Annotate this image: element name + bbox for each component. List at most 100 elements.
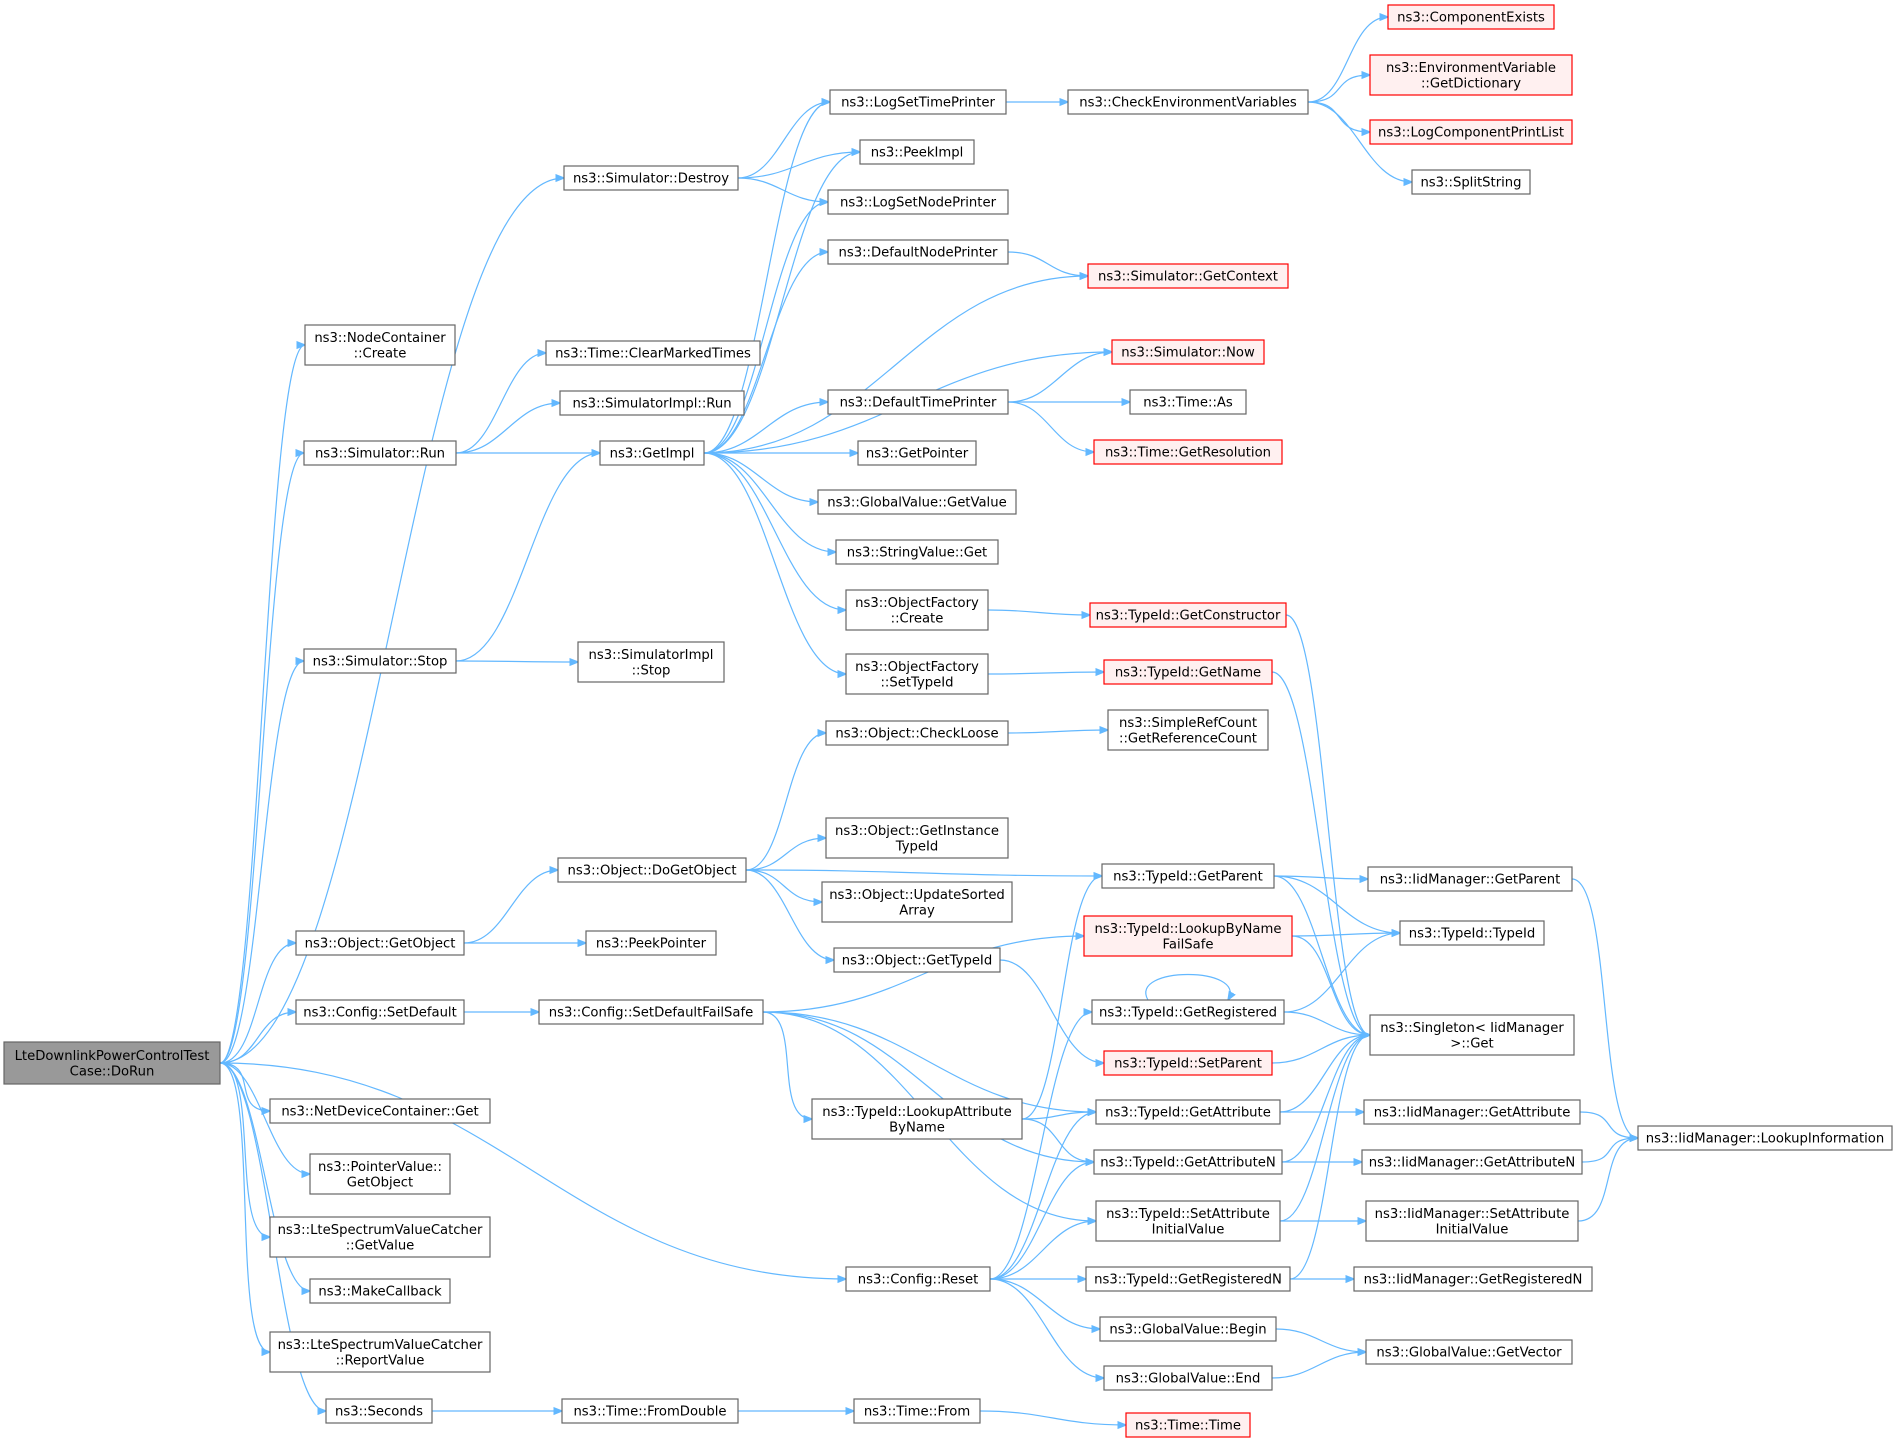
node-stringvalue-get[interactable]: ns3::StringValue::Get: [835, 539, 999, 565]
node-globalvalue-end[interactable]: ns3::GlobalValue::End: [1103, 1365, 1273, 1391]
node-logsettimeprinter[interactable]: ns3::LogSetTimePrinter: [829, 89, 1007, 115]
node-getpointer[interactable]: ns3::GetPointer: [857, 440, 977, 466]
node-label-line: ns3::GlobalValue::Begin: [1109, 1323, 1266, 1338]
node-typeid-getattributen[interactable]: ns3::TypeId::GetAttributeN: [1093, 1149, 1283, 1175]
edge-defaulttimeprinter-to-time-getresolution: [1007, 401, 1094, 452]
node-netdevicecontainer-get[interactable]: ns3::NetDeviceContainer::Get: [269, 1098, 491, 1124]
node-simulator-now[interactable]: ns3::Simulator::Now: [1111, 339, 1265, 365]
node-simulator-run[interactable]: ns3::Simulator::Run: [303, 440, 457, 466]
node-typeid-getattribute[interactable]: ns3::TypeId::GetAttribute: [1095, 1099, 1281, 1125]
node-simulator-destroy[interactable]: ns3::Simulator::Destroy: [563, 165, 739, 191]
node-typeid-getname[interactable]: ns3::TypeId::GetName: [1103, 659, 1273, 685]
node-singleton-get[interactable]: ns3::Singleton< IidManager>::Get: [1369, 1014, 1575, 1056]
node-pointervalue-getobject[interactable]: ns3::PointerValue::GetObject: [309, 1153, 451, 1195]
node-time-fromdouble[interactable]: ns3::Time::FromDouble: [561, 1398, 739, 1424]
edge-simulator-stop-to-simulatorimpl-stop: [455, 661, 578, 662]
node-peekpointer[interactable]: ns3::PeekPointer: [585, 930, 717, 956]
edge-root-to-config-reset: [219, 1062, 846, 1279]
node-objectfactory-create[interactable]: ns3::ObjectFactory::Create: [845, 589, 989, 631]
node-logcomponentprintlist[interactable]: ns3::LogComponentPrintList: [1369, 119, 1573, 145]
node-globalvalue-getvector[interactable]: ns3::GlobalValue::GetVector: [1365, 1339, 1573, 1365]
node-box: [827, 239, 1009, 265]
node-typeid-getregistered[interactable]: ns3::TypeId::GetRegistered: [1091, 999, 1285, 1025]
node-iidmanager-getparent[interactable]: ns3::IidManager::GetParent: [1367, 866, 1573, 892]
node-makecallback[interactable]: ns3::MakeCallback: [309, 1278, 451, 1304]
node-object-getobject[interactable]: ns3::Object::GetObject: [295, 930, 465, 956]
node-simulatorimpl-run[interactable]: ns3::SimulatorImpl::Run: [559, 390, 745, 416]
edge-getimpl-to-peekimpl: [703, 152, 860, 454]
node-box: [295, 999, 465, 1025]
node-time-as[interactable]: ns3::Time::As: [1129, 389, 1247, 415]
node-time-getresolution[interactable]: ns3::Time::GetResolution: [1093, 439, 1283, 465]
node-typeid-getconstructor[interactable]: ns3::TypeId::GetConstructor: [1089, 602, 1287, 628]
node-object-gettypeid[interactable]: ns3::Object::GetTypeId: [833, 947, 1001, 973]
node-box: [269, 1098, 491, 1124]
node-box: [1101, 863, 1275, 889]
node-peekimpl[interactable]: ns3::PeekImpl: [859, 139, 975, 165]
node-nodecontainer-create[interactable]: ns3::NodeContainer::Create: [304, 324, 456, 366]
node-globalvalue-begin[interactable]: ns3::GlobalValue::Begin: [1099, 1316, 1277, 1342]
node-iidmanager-lookupinformation[interactable]: ns3::IidManager::LookupInformation: [1637, 1125, 1893, 1151]
node-iidmanager-getattribute[interactable]: ns3::IidManager::GetAttribute: [1363, 1099, 1581, 1125]
node-splitstring[interactable]: ns3::SplitString: [1411, 169, 1531, 195]
node-simulator-stop[interactable]: ns3::Simulator::Stop: [303, 648, 457, 674]
node-typeid-setparent[interactable]: ns3::TypeId::SetParent: [1103, 1050, 1273, 1076]
node-time-from[interactable]: ns3::Time::From: [853, 1398, 981, 1424]
node-simplerefcount-getrefcount[interactable]: ns3::SimpleRefCount::GetReferenceCount: [1107, 709, 1269, 751]
node-componentexists[interactable]: ns3::ComponentExists: [1387, 4, 1555, 30]
node-ltespectrum-getvalue[interactable]: ns3::LteSpectrumValueCatcher::GetValue: [269, 1216, 491, 1258]
node-config-reset[interactable]: ns3::Config::Reset: [845, 1266, 991, 1292]
node-time-clearmarkedtimes[interactable]: ns3::Time::ClearMarkedTimes: [545, 340, 761, 366]
node-globalvalue-getvalue[interactable]: ns3::GlobalValue::GetValue: [817, 489, 1017, 515]
node-box: [859, 139, 975, 165]
node-config-setdefault[interactable]: ns3::Config::SetDefault: [295, 999, 465, 1025]
node-checkenvvars[interactable]: ns3::CheckEnvironmentVariables: [1067, 89, 1309, 115]
edge-simulator-run-to-time-clearmarkedtimes: [455, 353, 546, 454]
node-seconds[interactable]: ns3::Seconds: [325, 1398, 433, 1424]
node-simulatorimpl-stop[interactable]: ns3::SimulatorImpl::Stop: [577, 641, 725, 683]
node-label-line: ns3::TypeId::GetConstructor: [1096, 609, 1281, 624]
node-label-line: ns3::Config::SetDefaultFailSafe: [549, 1006, 754, 1021]
node-label-line: ns3::Seconds: [335, 1405, 423, 1420]
edge-typeid-getconstructor-to-singleton-get: [1285, 614, 1370, 1035]
edge-object-dogetobject-to-object-updatesortedarray: [745, 869, 822, 902]
node-label-line: ns3::Time::FromDouble: [573, 1405, 726, 1420]
node-typeid-getregisteredn[interactable]: ns3::TypeId::GetRegisteredN: [1085, 1266, 1291, 1292]
node-box: [1361, 1149, 1583, 1175]
node-label-line: ns3::TypeId::GetAttributeN: [1100, 1156, 1276, 1171]
node-logsetnodeprinter[interactable]: ns3::LogSetNodePrinter: [827, 189, 1009, 215]
node-objectfactory-settypeid[interactable]: ns3::ObjectFactory::SetTypeId: [845, 653, 989, 695]
node-defaultnodeprinter[interactable]: ns3::DefaultNodePrinter: [827, 239, 1009, 265]
node-time-time[interactable]: ns3::Time::Time: [1125, 1412, 1251, 1438]
node-object-dogetobject[interactable]: ns3::Object::DoGetObject: [557, 857, 747, 883]
node-typeid-typeid[interactable]: ns3::TypeId::TypeId: [1399, 920, 1545, 946]
node-iidmanager-setattributeinitialvalue[interactable]: ns3::IidManager::SetAttributeInitialValu…: [1365, 1200, 1579, 1242]
node-typeid-getparent[interactable]: ns3::TypeId::GetParent: [1101, 863, 1275, 889]
edge-iidmanager-getattributen-to-iidmanager-lookupinformation: [1581, 1138, 1638, 1163]
node-label-line: ns3::NodeContainer: [314, 331, 446, 346]
node-getimpl[interactable]: ns3::GetImpl: [599, 440, 705, 466]
edge-objectfactory-settypeid-to-typeid-getname: [987, 672, 1104, 674]
node-object-checkloose[interactable]: ns3::Object::CheckLoose: [825, 720, 1009, 746]
edge-simulator-run-to-simulatorimpl-run: [455, 403, 560, 454]
node-config-setdefaultfailsafe[interactable]: ns3::Config::SetDefaultFailSafe: [538, 999, 764, 1025]
node-label-line: ns3::TypeId::GetParent: [1113, 870, 1263, 885]
node-iidmanager-getregisteredn[interactable]: ns3::IidManager::GetRegisteredN: [1353, 1266, 1593, 1292]
edge-simulator-destroy-to-peekimpl: [737, 152, 860, 179]
node-iidmanager-getattributen[interactable]: ns3::IidManager::GetAttributeN: [1361, 1149, 1583, 1175]
node-label-line: GetObject: [347, 1175, 413, 1190]
node-simulator-getcontext[interactable]: ns3::Simulator::GetContext: [1087, 263, 1289, 289]
edge-iidmanager-getparent-to-iidmanager-lookupinformation: [1571, 878, 1638, 1138]
edge-defaultnodeprinter-to-simulator-getcontext: [1007, 251, 1088, 276]
edge-typeid-getparent-to-iidmanager-getparent: [1273, 876, 1368, 879]
node-defaulttimeprinter[interactable]: ns3::DefaultTimePrinter: [827, 389, 1009, 415]
node-ltespectrum-reportvalue[interactable]: ns3::LteSpectrumValueCatcher::ReportValu…: [269, 1331, 491, 1373]
node-envvar-getdictionary[interactable]: ns3::EnvironmentVariable::GetDictionary: [1369, 54, 1573, 96]
node-box: [3, 1041, 221, 1085]
